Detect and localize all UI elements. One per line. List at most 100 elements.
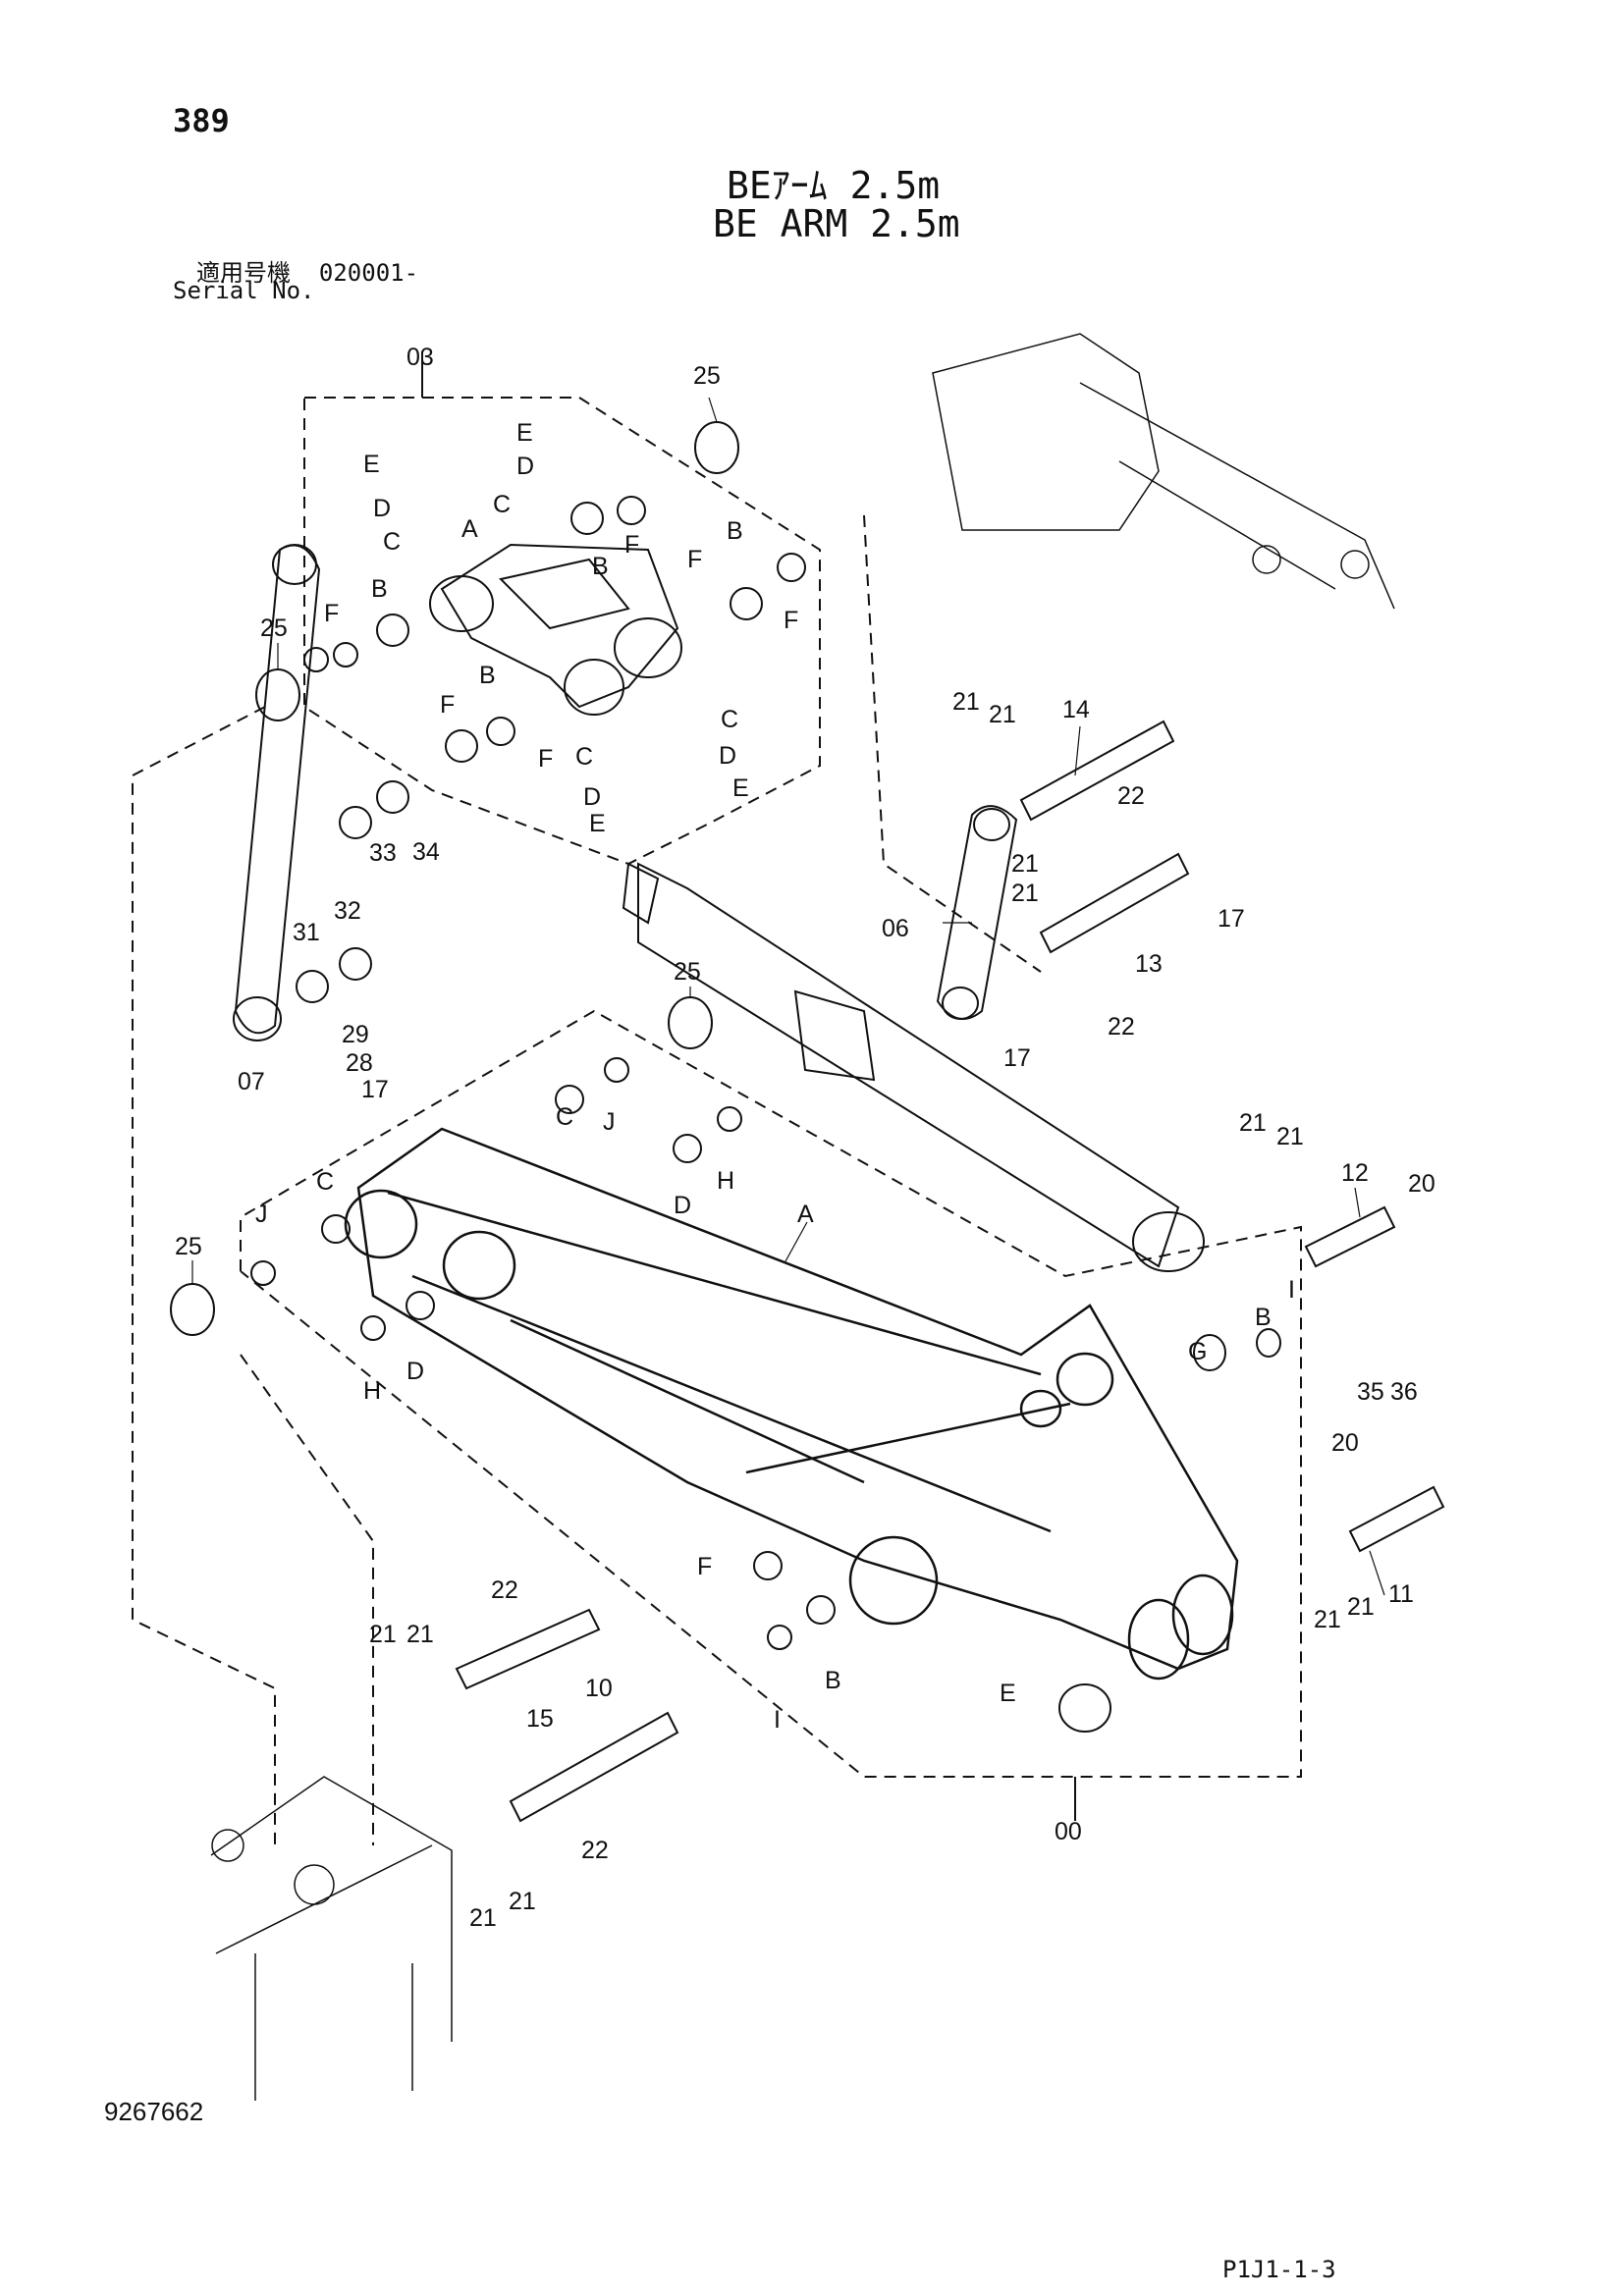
svg-text:15: 15 [526, 1705, 554, 1733]
svg-text:00: 00 [1055, 1818, 1082, 1845]
svg-text:D: D [674, 1192, 691, 1219]
svg-text:21: 21 [1347, 1593, 1375, 1621]
bushings-and-rings [250, 496, 1281, 1733]
svg-text:29: 29 [342, 1021, 369, 1048]
svg-text:21: 21 [509, 1888, 536, 1915]
svg-text:F: F [324, 600, 339, 627]
svg-text:G: G [1188, 1338, 1207, 1365]
svg-text:D: D [583, 783, 601, 811]
svg-text:28: 28 [346, 1049, 373, 1077]
svg-text:21: 21 [369, 1621, 397, 1648]
svg-text:21: 21 [1239, 1109, 1267, 1137]
svg-text:22: 22 [1117, 782, 1145, 810]
svg-text:21: 21 [1314, 1606, 1341, 1633]
svg-text:33: 33 [369, 839, 397, 867]
svg-text:F: F [697, 1553, 712, 1580]
svg-text:E: E [732, 774, 749, 802]
svg-text:B: B [371, 575, 388, 603]
svg-text:21: 21 [469, 1904, 497, 1932]
svg-text:21: 21 [1276, 1123, 1304, 1150]
svg-text:E: E [363, 451, 380, 478]
pins-drawing [455, 720, 1445, 1823]
arm-body-drawing [344, 1127, 1239, 1681]
svg-text:B: B [1255, 1304, 1272, 1331]
svg-text:C: C [556, 1103, 573, 1131]
serial-value: 020001- [318, 259, 419, 287]
svg-text:31: 31 [293, 919, 320, 946]
svg-text:22: 22 [581, 1837, 609, 1864]
svg-text:25: 25 [260, 614, 288, 642]
svg-text:J: J [255, 1201, 268, 1228]
svg-text:22: 22 [1108, 1013, 1135, 1041]
page-code: P1J1-1-3 [1222, 2256, 1336, 2283]
svg-text:36: 36 [1390, 1378, 1418, 1406]
svg-text:D: D [373, 495, 391, 522]
svg-text:B: B [479, 662, 496, 689]
leader-lines [191, 397, 1385, 1821]
svg-text:25: 25 [693, 362, 721, 390]
svg-text:21: 21 [989, 701, 1016, 728]
svg-text:D: D [719, 742, 736, 770]
svg-text:E: E [516, 419, 533, 447]
callout-labels: 03 25 25 25 25 E D C E D C A B F B F F B… [175, 344, 1435, 1932]
svg-text:21: 21 [1011, 850, 1039, 878]
svg-text:A: A [797, 1201, 814, 1228]
link-07-drawing [233, 544, 321, 1041]
svg-text:20: 20 [1331, 1429, 1359, 1457]
hydraulic-cylinder-drawing [622, 862, 1205, 1272]
svg-text:13: 13 [1135, 950, 1163, 978]
svg-text:I: I [1288, 1276, 1295, 1304]
svg-text:06: 06 [882, 915, 909, 942]
svg-text:H: H [717, 1167, 734, 1195]
svg-text:J: J [603, 1108, 616, 1136]
svg-text:I: I [774, 1706, 781, 1734]
bucket-inset-drawing [932, 333, 1395, 610]
svg-text:17: 17 [1218, 905, 1245, 933]
svg-text:35: 35 [1357, 1378, 1384, 1406]
svg-text:E: E [1000, 1680, 1016, 1707]
svg-text:17: 17 [361, 1076, 389, 1103]
svg-text:D: D [406, 1358, 424, 1385]
svg-text:21: 21 [406, 1621, 434, 1648]
svg-text:F: F [538, 745, 553, 773]
svg-text:11: 11 [1388, 1580, 1414, 1608]
title-japanese: BEｱｰﾑ 2.5m [727, 164, 941, 207]
svg-text:A: A [461, 515, 478, 543]
serial-label-japanese: 適用号機 020001- [196, 253, 418, 288]
boom-inset-drawing [210, 1776, 453, 2101]
link-06-drawing [936, 805, 1018, 1020]
svg-text:17: 17 [1003, 1044, 1031, 1072]
svg-text:20: 20 [1408, 1170, 1435, 1198]
svg-text:25: 25 [175, 1233, 202, 1260]
group-03-boundary [303, 397, 821, 866]
svg-text:D: D [516, 453, 534, 480]
document-number: 9267662 [104, 2097, 204, 2126]
bracket-link-drawing [429, 543, 682, 716]
svg-text:21: 21 [1011, 880, 1039, 907]
svg-text:F: F [440, 691, 455, 719]
svg-text:21: 21 [952, 688, 980, 716]
svg-text:B: B [592, 553, 609, 580]
svg-text:32: 32 [334, 897, 361, 925]
serial-label-english: Serial No. [173, 277, 315, 304]
svg-text:34: 34 [412, 838, 440, 866]
svg-text:H: H [363, 1377, 381, 1405]
svg-text:F: F [624, 531, 639, 559]
svg-text:C: C [383, 528, 401, 556]
svg-text:E: E [589, 810, 606, 837]
svg-text:03: 03 [406, 344, 434, 371]
svg-text:F: F [784, 607, 798, 634]
svg-text:B: B [727, 517, 743, 545]
svg-text:12: 12 [1341, 1159, 1369, 1187]
svg-text:14: 14 [1062, 696, 1090, 723]
svg-text:10: 10 [585, 1675, 613, 1702]
group-00-boundary [240, 1009, 1302, 1778]
svg-text:C: C [575, 743, 593, 771]
svg-text:25: 25 [674, 958, 701, 986]
svg-text:B: B [825, 1667, 841, 1694]
svg-text:C: C [721, 706, 738, 733]
svg-text:07: 07 [238, 1068, 265, 1095]
o-rings-25 [170, 421, 739, 1336]
